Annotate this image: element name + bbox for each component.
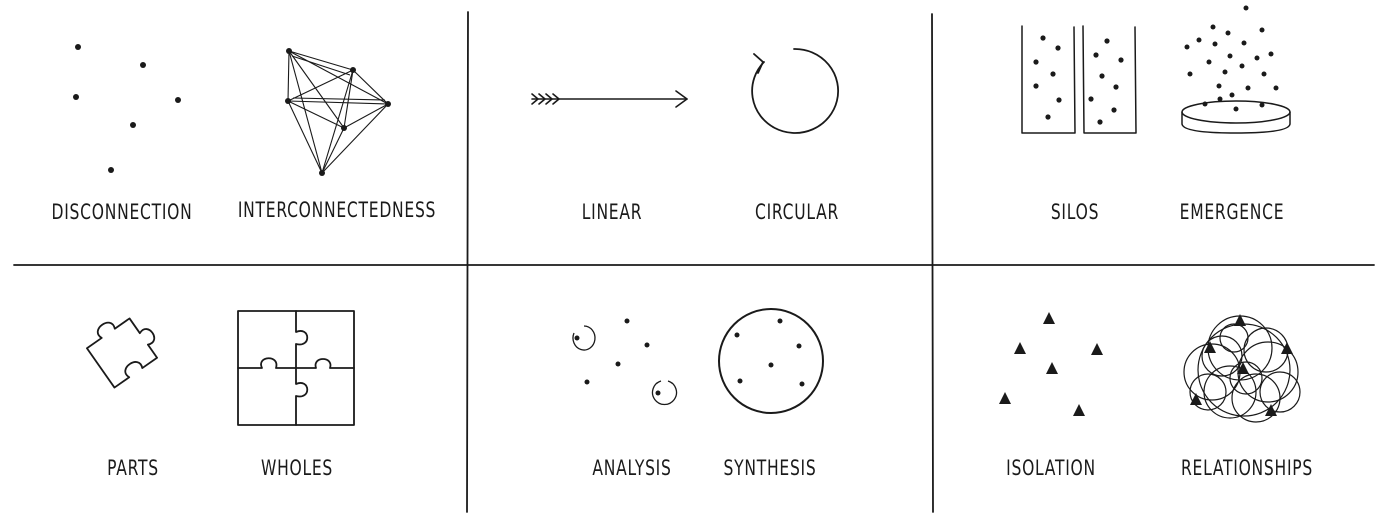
emergence-icon xyxy=(1182,6,1290,134)
vertical-divider-right xyxy=(932,14,933,512)
label-emergence: EMERGENCE xyxy=(1180,202,1285,223)
wholes-puzzle-icon xyxy=(238,311,354,425)
analysis-icon xyxy=(573,319,677,405)
label-isolation: ISOLATION xyxy=(1006,458,1096,479)
label-parts: PARTS xyxy=(107,458,159,479)
label-disconnection: DISCONNECTION xyxy=(52,202,193,223)
isolation-icon xyxy=(999,312,1103,416)
relationships-icon xyxy=(1184,314,1300,422)
circular-loop-icon xyxy=(752,49,838,133)
silos-icon xyxy=(1022,26,1136,133)
label-silos: SILOS xyxy=(1051,202,1099,223)
label-synthesis: SYNTHESIS xyxy=(724,458,817,479)
label-linear: LINEAR xyxy=(582,202,643,223)
vertical-divider-left xyxy=(467,12,468,512)
label-analysis: ANALYSIS xyxy=(592,458,671,479)
linear-arrow-icon xyxy=(532,91,687,107)
label-circular: CIRCULAR xyxy=(755,202,839,223)
label-wholes: WHOLES xyxy=(261,458,333,479)
synthesis-icon xyxy=(719,309,823,413)
interconnectedness-icon xyxy=(285,48,391,176)
disconnection-icon xyxy=(73,44,181,173)
grid-lines xyxy=(14,12,1374,512)
label-interconnectedness: INTERCONNECTEDNESS xyxy=(238,200,436,221)
parts-puzzle-piece-icon xyxy=(81,304,166,388)
label-relationships: RELATIONSHIPS xyxy=(1181,458,1313,479)
